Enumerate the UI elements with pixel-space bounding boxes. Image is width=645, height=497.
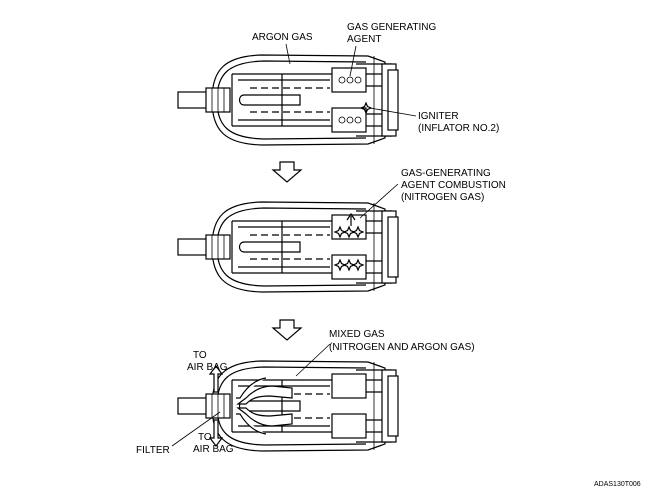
label-combustion-line3: (NITROGEN GAS) (401, 192, 484, 203)
gas-flow-arrow-icon (236, 407, 293, 427)
label-mixed-gas-line2: (NITROGEN AND ARGON GAS) (329, 342, 475, 353)
label-igniter-line2: (INFLATOR NO.2) (418, 123, 499, 134)
leader-igniter (369, 107, 417, 117)
label-argon-gas: ARGON GAS (252, 32, 313, 43)
leader-filter (171, 411, 221, 447)
outflow-down-arrow-icon (208, 419, 224, 447)
label-to-airbag-bottom-line2: AIR BAG (193, 444, 234, 455)
gas-flow-curve (236, 413, 267, 435)
outflow-up-arrow-icon (208, 365, 224, 393)
label-combustion-line1: GAS-GENERATING (401, 168, 491, 179)
leader-mixed-gas (295, 343, 331, 377)
gas-flow-arrow-icon (236, 385, 293, 405)
inflator-stage-2 (177, 201, 399, 293)
leader-argon-gas (285, 43, 291, 65)
label-to-airbag-bottom-line1: TO (198, 432, 212, 443)
inflator-stage-1 (177, 54, 399, 146)
gas-release-arrow-icon (346, 212, 356, 226)
figure-code: ADAS130T006 (594, 481, 641, 488)
label-to-airbag-top-line1: TO (193, 350, 207, 361)
down-arrow-icon (272, 319, 302, 341)
label-gas-generating-agent-line2: AGENT (347, 34, 381, 45)
label-combustion-line2: AGENT COMBUSTION (401, 180, 506, 191)
leader-combustion (359, 183, 399, 219)
label-to-airbag-top-line2: AIR BAG (187, 362, 228, 373)
gas-flow-curve (236, 377, 267, 399)
label-gas-generating-agent-line1: GAS GENERATING (347, 22, 436, 33)
label-filter: FILTER (136, 445, 170, 456)
leader-gas-agent (349, 45, 357, 77)
label-igniter-line1: IGNITER (418, 111, 459, 122)
label-mixed-gas-line1: MIXED GAS (329, 329, 385, 340)
down-arrow-icon (272, 161, 302, 183)
